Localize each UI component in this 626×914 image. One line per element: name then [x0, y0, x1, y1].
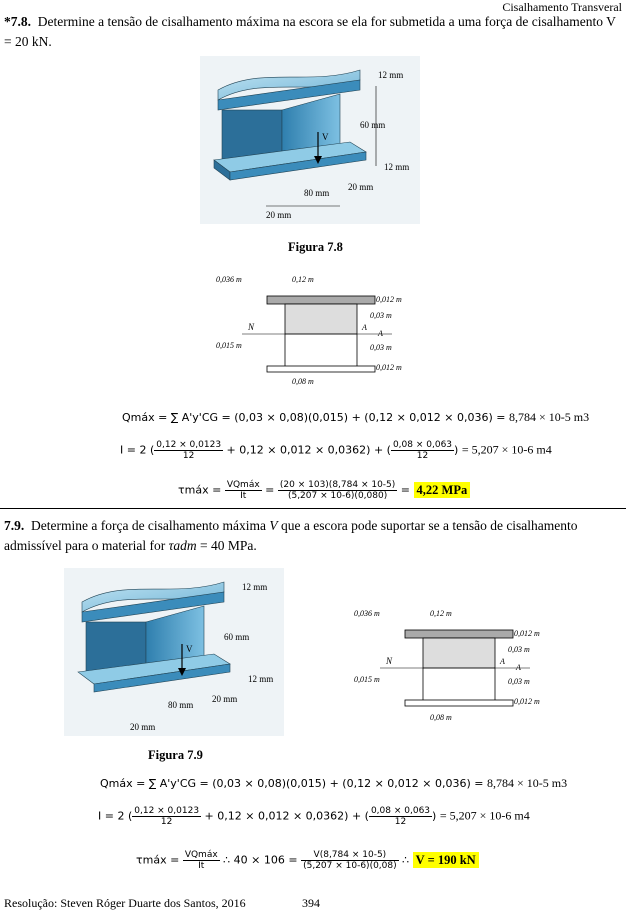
footer-credit: Resolução: Steven Róger Duarte dos Santo… [4, 896, 246, 910]
svg-text:0,12 m: 0,12 m [430, 609, 452, 618]
svg-text:0,012 m: 0,012 m [514, 697, 540, 706]
dim-20mm-bottom: 20 mm [266, 210, 291, 220]
problem-number: 7.9. [4, 518, 25, 533]
web-front [221, 109, 283, 161]
dim-20mm: 20 mm [348, 182, 373, 192]
sketch-f2: 0,012 m [376, 363, 402, 372]
figure-7-8-strut-3d: V 12 mm 60 mm 12 mm 20 mm 80 mm 20 mm [200, 56, 420, 224]
svg-text:12 mm: 12 mm [242, 582, 267, 592]
svg-text:N: N [385, 656, 393, 666]
svg-text:80 mm: 80 mm [168, 700, 193, 710]
problem-number: *7.8. [4, 14, 31, 29]
svg-text:0,08 m: 0,08 m [430, 713, 452, 722]
page-number: 394 [302, 896, 320, 910]
svg-text:A: A [499, 657, 505, 666]
sketch-bot: 0,08 m [292, 377, 314, 386]
sketch-web-shaded [284, 303, 358, 335]
dim-80mm: 80 mm [304, 188, 329, 198]
label-V: V [322, 132, 329, 142]
svg-text:20 mm: 20 mm [130, 722, 155, 732]
sketch-top-flange [266, 295, 376, 305]
svg-text:0,03 m: 0,03 m [508, 645, 530, 654]
sketch-w1: 0,03 m [370, 311, 392, 320]
svg-text:0,012 m: 0,012 m [514, 629, 540, 638]
sketch-A1: A [361, 323, 367, 332]
dim-12mm-top: 12 mm [378, 70, 403, 80]
dim-60mm: 60 mm [360, 120, 385, 130]
svg-text:0,036 m: 0,036 m [354, 609, 380, 618]
result-79: V = 190 kN [412, 851, 479, 868]
figure-7-9-section-sketch: 0,036 m 0,12 m 0,012 m 0,03 m A A 0,03 m… [354, 609, 540, 722]
sketch-dq: 0,036 m [216, 275, 242, 284]
svg-text:0,015 m: 0,015 m [354, 675, 380, 684]
problem-7-8-statement: *7.8. Determine a tensão de cisalhamento… [4, 12, 616, 52]
dim-12mm-bottom: 12 mm [384, 162, 409, 172]
svg-text:12 mm: 12 mm [248, 674, 273, 684]
figure-7-9-caption: Figura 7.9 [148, 748, 203, 762]
figure-7-9-strut-3d: V 12 mm 60 mm 12 mm 20 mm 80 mm 20 mm [64, 568, 284, 736]
sketch-top: 0,12 m [292, 275, 314, 284]
eq-79-Q: Qmáx = ∑ A'y'CG = (0,03 × 0,08)(0,015) +… [100, 776, 568, 790]
svg-text:20 mm: 20 mm [212, 694, 237, 704]
sketch-dz: 0,015 m [216, 341, 242, 350]
running-header: Cisalhamento Transveral [502, 0, 622, 14]
figure-7-8-caption: Figura 7.8 [288, 240, 343, 254]
result-78: 4,22 MPa [413, 481, 471, 498]
sketch-A2: A [377, 329, 383, 338]
eq-78-Q: Qmáx = ∑ A'y'CG = (0,03 × 0,08)(0,015) +… [122, 410, 590, 424]
divider [0, 508, 626, 509]
svg-text:V: V [186, 644, 193, 654]
problem-7-9-statement: 7.9. Determine a força de cisalhamento m… [4, 518, 578, 553]
svg-text:60 mm: 60 mm [224, 632, 249, 642]
sketch-N: N [247, 322, 255, 332]
svg-text:0,03 m: 0,03 m [508, 677, 530, 686]
sketch-w2: 0,03 m [370, 343, 392, 352]
svg-text:A: A [515, 663, 521, 672]
sketch-f1: 0,012 m [376, 295, 402, 304]
problem-text: Determine a tensão de cisalhamento máxim… [4, 14, 616, 49]
figure-7-8-section-sketch: 0,036 m 0,12 m 0,012 m 0,03 m A A 0,03 m… [216, 275, 402, 386]
